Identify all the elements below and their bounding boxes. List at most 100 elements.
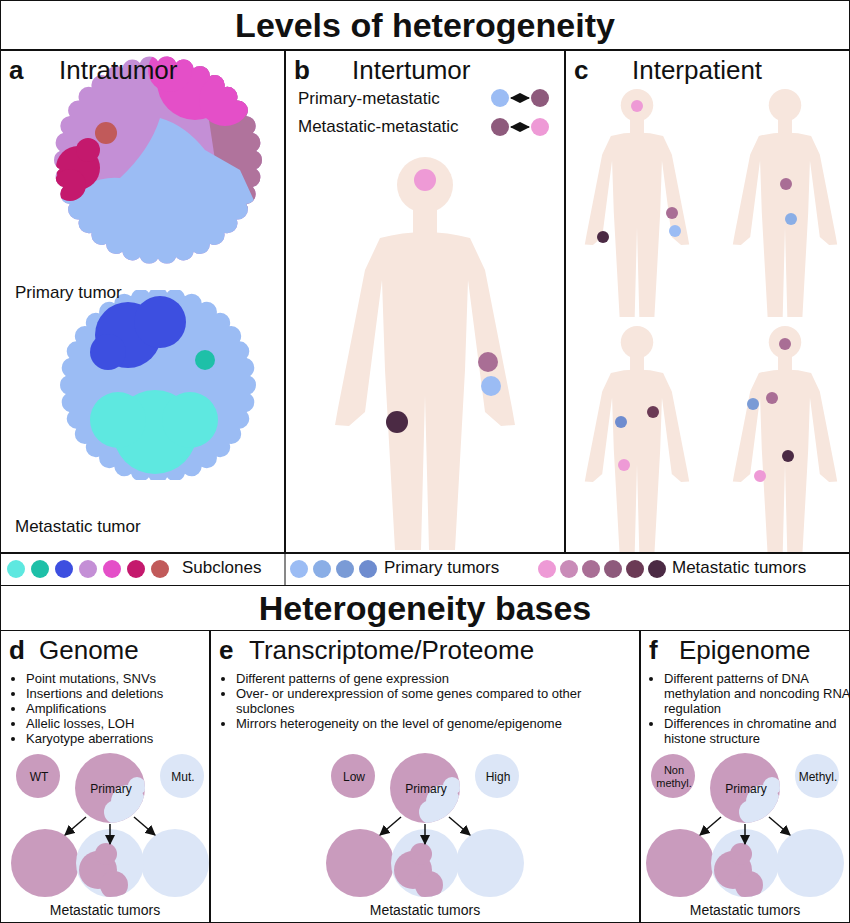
illustration-shape (585, 89, 689, 317)
illustration-shape (7, 560, 666, 578)
panel-letter: b (294, 55, 310, 86)
illustration-shape (90, 334, 126, 370)
bullet-item: Mirrors heterogeneity on the level of ge… (236, 716, 641, 731)
panel: aIntratumorPrimary tumorMetastatic tumor (0, 50, 285, 553)
illustration-shape (313, 560, 331, 578)
illustration-shape (754, 470, 766, 482)
illustration-shape (648, 560, 666, 578)
primary-circle: Primary (76, 754, 146, 824)
illustration-shape (646, 753, 844, 899)
mutant-circle: Mut. (161, 755, 205, 799)
bullet-item: Differences in chromatine and histone st… (664, 716, 850, 746)
illustration-shape (531, 89, 549, 107)
methylated-circle: Methyl. (795, 754, 841, 800)
section-title: Heterogeneity bases (259, 589, 592, 628)
illustration-shape (582, 560, 600, 578)
illustration-shape (666, 207, 678, 219)
illustration-shape (55, 118, 270, 270)
illustration-shape (747, 398, 759, 410)
illustration-shape (134, 296, 186, 348)
circle-label: Low (343, 771, 365, 784)
high-circle: High (476, 755, 520, 799)
panel-letter: f (649, 635, 658, 666)
illustration-shape (511, 97, 529, 99)
illustration-shape (733, 89, 837, 317)
panel: Different patterns of gene expressionOve… (210, 630, 640, 923)
circle-label: WT (30, 771, 49, 784)
panel-letter: a (9, 55, 23, 86)
illustration-shape (766, 392, 778, 404)
panel: Point mutations, SNVsInsertions and dele… (0, 630, 210, 923)
circle-label: Primary (90, 783, 131, 796)
illustration-shape (631, 100, 643, 112)
illustration-shape (55, 560, 73, 578)
primary-circle: Primary (391, 754, 461, 824)
panel-label: Interpatient (632, 55, 762, 86)
illustration-shape (531, 118, 549, 136)
panel-label: Metastatic tumor (15, 517, 141, 537)
illustration-shape (151, 560, 169, 578)
bullet-item: Allelic losses, LOH (26, 716, 218, 731)
panel-letter: d (9, 635, 25, 666)
panel-label: Primary-metastatic (298, 89, 440, 109)
illustration-shape (491, 118, 509, 136)
illustration-shape (195, 350, 215, 370)
panel-footer: Metastatic tumors (641, 902, 849, 918)
panel-label: Epigenome (679, 635, 811, 666)
illustration-shape (60, 290, 260, 480)
illustration-shape (585, 326, 689, 552)
illustration-shape (491, 89, 509, 107)
illustration-shape (597, 231, 609, 243)
illustration-shape (54, 169, 86, 201)
illustration-shape (585, 326, 689, 552)
illustration-shape (7, 560, 25, 578)
metastatic-tumor (60, 290, 260, 480)
illustration-shape (359, 560, 377, 578)
illustration-shape (285, 553, 286, 585)
primary-circle: Primary (711, 754, 781, 824)
illustration-shape (538, 560, 556, 578)
panel-label: Intratumor (59, 55, 178, 86)
bullet-list: Different patterns of gene expressionOve… (221, 671, 641, 731)
panel: b IntertumorPrimary-metastaticMetastatic-… (285, 50, 565, 553)
illustration-shape (615, 416, 627, 428)
illustration-shape (669, 225, 681, 237)
illustration-shape (511, 126, 529, 128)
illustration-shape (199, 74, 251, 126)
panel-label: Intertumor (352, 55, 471, 86)
illustration-shape (618, 459, 630, 471)
panel-letter: e (219, 635, 233, 666)
legend-label: Metastatic tumors (672, 558, 806, 578)
illustration-shape (326, 753, 524, 899)
illustration-shape (95, 122, 117, 144)
illustration-shape (335, 157, 515, 550)
unmethylated-circle: Non methyl. (651, 754, 697, 800)
section-band: Heterogeneity bases (0, 585, 850, 631)
illustration-shape (785, 213, 797, 225)
bullet-item: Different patterns of gene expression (236, 671, 641, 686)
wildtype-circle: WT (17, 755, 61, 799)
bullet-item: Amplifications (26, 701, 218, 716)
illustration-shape (782, 450, 794, 462)
panel-label: Metastatic-metastatic (298, 117, 459, 137)
illustration-shape (127, 560, 145, 578)
panel-letter: c (574, 55, 588, 86)
illustration-shape (733, 326, 837, 552)
illustration-shape (162, 392, 218, 448)
legend-label: Subclones (182, 558, 261, 578)
circle-label: Non methyl. (651, 764, 697, 790)
illustration-shape (560, 560, 578, 578)
illustration-shape (626, 560, 644, 578)
illustration-shape (779, 338, 791, 350)
illustration-shape (90, 392, 146, 448)
illustration-shape (604, 560, 622, 578)
bullet-list: Point mutations, SNVsInsertions and dele… (11, 671, 218, 746)
illustration-shape (386, 411, 408, 433)
illustration-shape (290, 560, 308, 578)
illustration-shape (79, 560, 97, 578)
circle-label: High (486, 771, 511, 784)
illustration-shape (733, 89, 837, 317)
illustration-shape (103, 560, 121, 578)
illustration-shape (585, 89, 837, 552)
